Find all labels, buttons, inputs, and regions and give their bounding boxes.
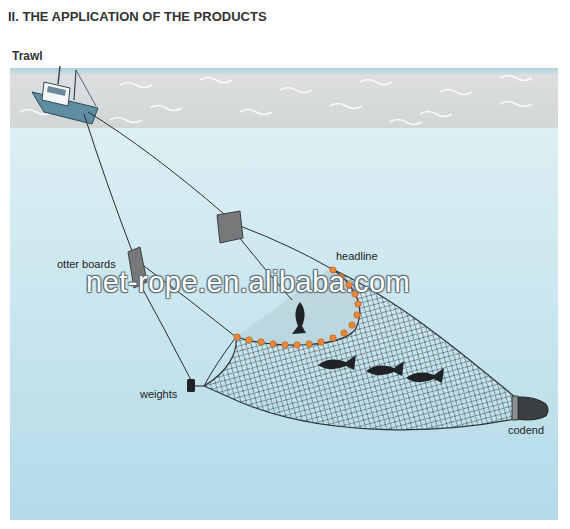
fish xyxy=(292,302,444,383)
fishing-boat xyxy=(32,66,98,124)
illustration-part xyxy=(150,106,182,111)
illustration-part xyxy=(58,66,60,84)
part-label: weights xyxy=(140,388,177,400)
illustration-part xyxy=(349,322,355,328)
illustration-part xyxy=(318,355,356,370)
section-heading: Trawl xyxy=(12,49,43,63)
illustration-part xyxy=(330,335,336,341)
illustration-part xyxy=(76,70,96,106)
illustration-part xyxy=(306,341,312,347)
illustration-part xyxy=(500,76,532,81)
illustration-part xyxy=(47,86,66,96)
illustration-part xyxy=(330,104,362,109)
weight xyxy=(187,379,195,392)
illustration-part xyxy=(258,339,264,345)
illustration-part xyxy=(187,379,195,392)
illustration-part xyxy=(406,368,444,383)
illustration-part xyxy=(120,83,152,88)
illustration-part xyxy=(512,396,518,420)
illustration-part xyxy=(354,312,360,318)
illustration-part xyxy=(515,397,548,420)
illustration-part xyxy=(440,90,472,95)
illustration-part xyxy=(10,68,558,128)
illustration-part xyxy=(234,334,240,340)
illustration-part xyxy=(294,342,300,348)
illustration-part xyxy=(280,88,312,93)
illustration-part xyxy=(390,120,422,125)
illustration-part xyxy=(140,284,191,380)
page-title: II. THE APPLICATION OF THE PRODUCTS xyxy=(8,9,267,24)
illustration-part xyxy=(318,339,324,345)
illustration-part xyxy=(500,102,532,107)
illustration-part xyxy=(360,80,392,85)
illustration-part xyxy=(270,341,276,347)
illustration-part xyxy=(217,211,243,243)
part-label: codend xyxy=(508,424,544,436)
illustration-part xyxy=(194,386,204,387)
illustration-part xyxy=(10,68,558,520)
illustration-part xyxy=(282,342,288,348)
illustration-part xyxy=(246,337,252,343)
sea-background xyxy=(10,68,558,520)
illustration-part xyxy=(74,70,76,100)
part-label: headline xyxy=(336,250,378,262)
watermark: net-rope.en.alibaba.com xyxy=(86,266,410,299)
illustration-part xyxy=(341,330,347,336)
illustration-part xyxy=(88,112,224,214)
illustration-part xyxy=(366,361,404,376)
illustration-part xyxy=(292,302,306,334)
illustration-part xyxy=(110,118,142,123)
illustration-part xyxy=(420,112,452,117)
illustration-part xyxy=(42,82,70,106)
illustration-part xyxy=(84,114,132,251)
illustration-part xyxy=(240,110,272,115)
illustration-part xyxy=(200,78,232,83)
illustration-part xyxy=(240,226,330,268)
illustration-part xyxy=(355,301,361,307)
